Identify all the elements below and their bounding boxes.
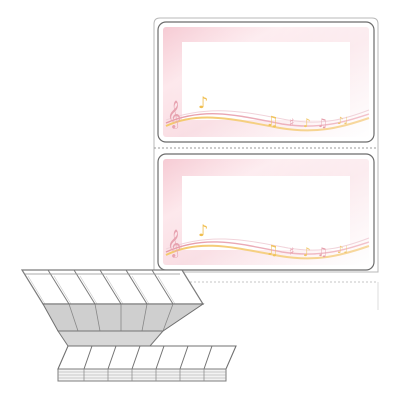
music-note-icon: ♪ bbox=[303, 116, 311, 130]
label-2: 𝄞 ♪ ♫ ♯ ♪ ♫ ♪♩ bbox=[157, 153, 375, 271]
label-1: 𝄞 ♪ ♫ ♯ ♪ ♫ ♪♩ bbox=[157, 21, 375, 143]
music-note-icon: ♪ bbox=[303, 245, 311, 259]
music-note-icon: ♪♩ bbox=[337, 245, 348, 256]
sharp-icon: ♯ bbox=[289, 245, 294, 258]
music-note-icon: ♪ bbox=[198, 93, 208, 112]
music-note-icon: ♪♩ bbox=[337, 116, 348, 127]
sharp-icon: ♯ bbox=[289, 116, 294, 129]
fanfold-folded-stack bbox=[42, 303, 205, 347]
music-note-icon: ♫ bbox=[266, 114, 279, 130]
music-note-icon: ♪ bbox=[198, 221, 208, 240]
fanfold-top-sheet bbox=[20, 269, 205, 305]
treble-clef-icon: 𝄞 bbox=[167, 229, 181, 258]
fanfold-bottom-sheet bbox=[57, 345, 237, 382]
music-note-icon: ♫ bbox=[317, 116, 328, 130]
music-note-icon: ♫ bbox=[266, 243, 279, 259]
music-note-icon: ♫ bbox=[317, 245, 328, 259]
treble-clef-icon: 𝄞 bbox=[167, 100, 181, 129]
